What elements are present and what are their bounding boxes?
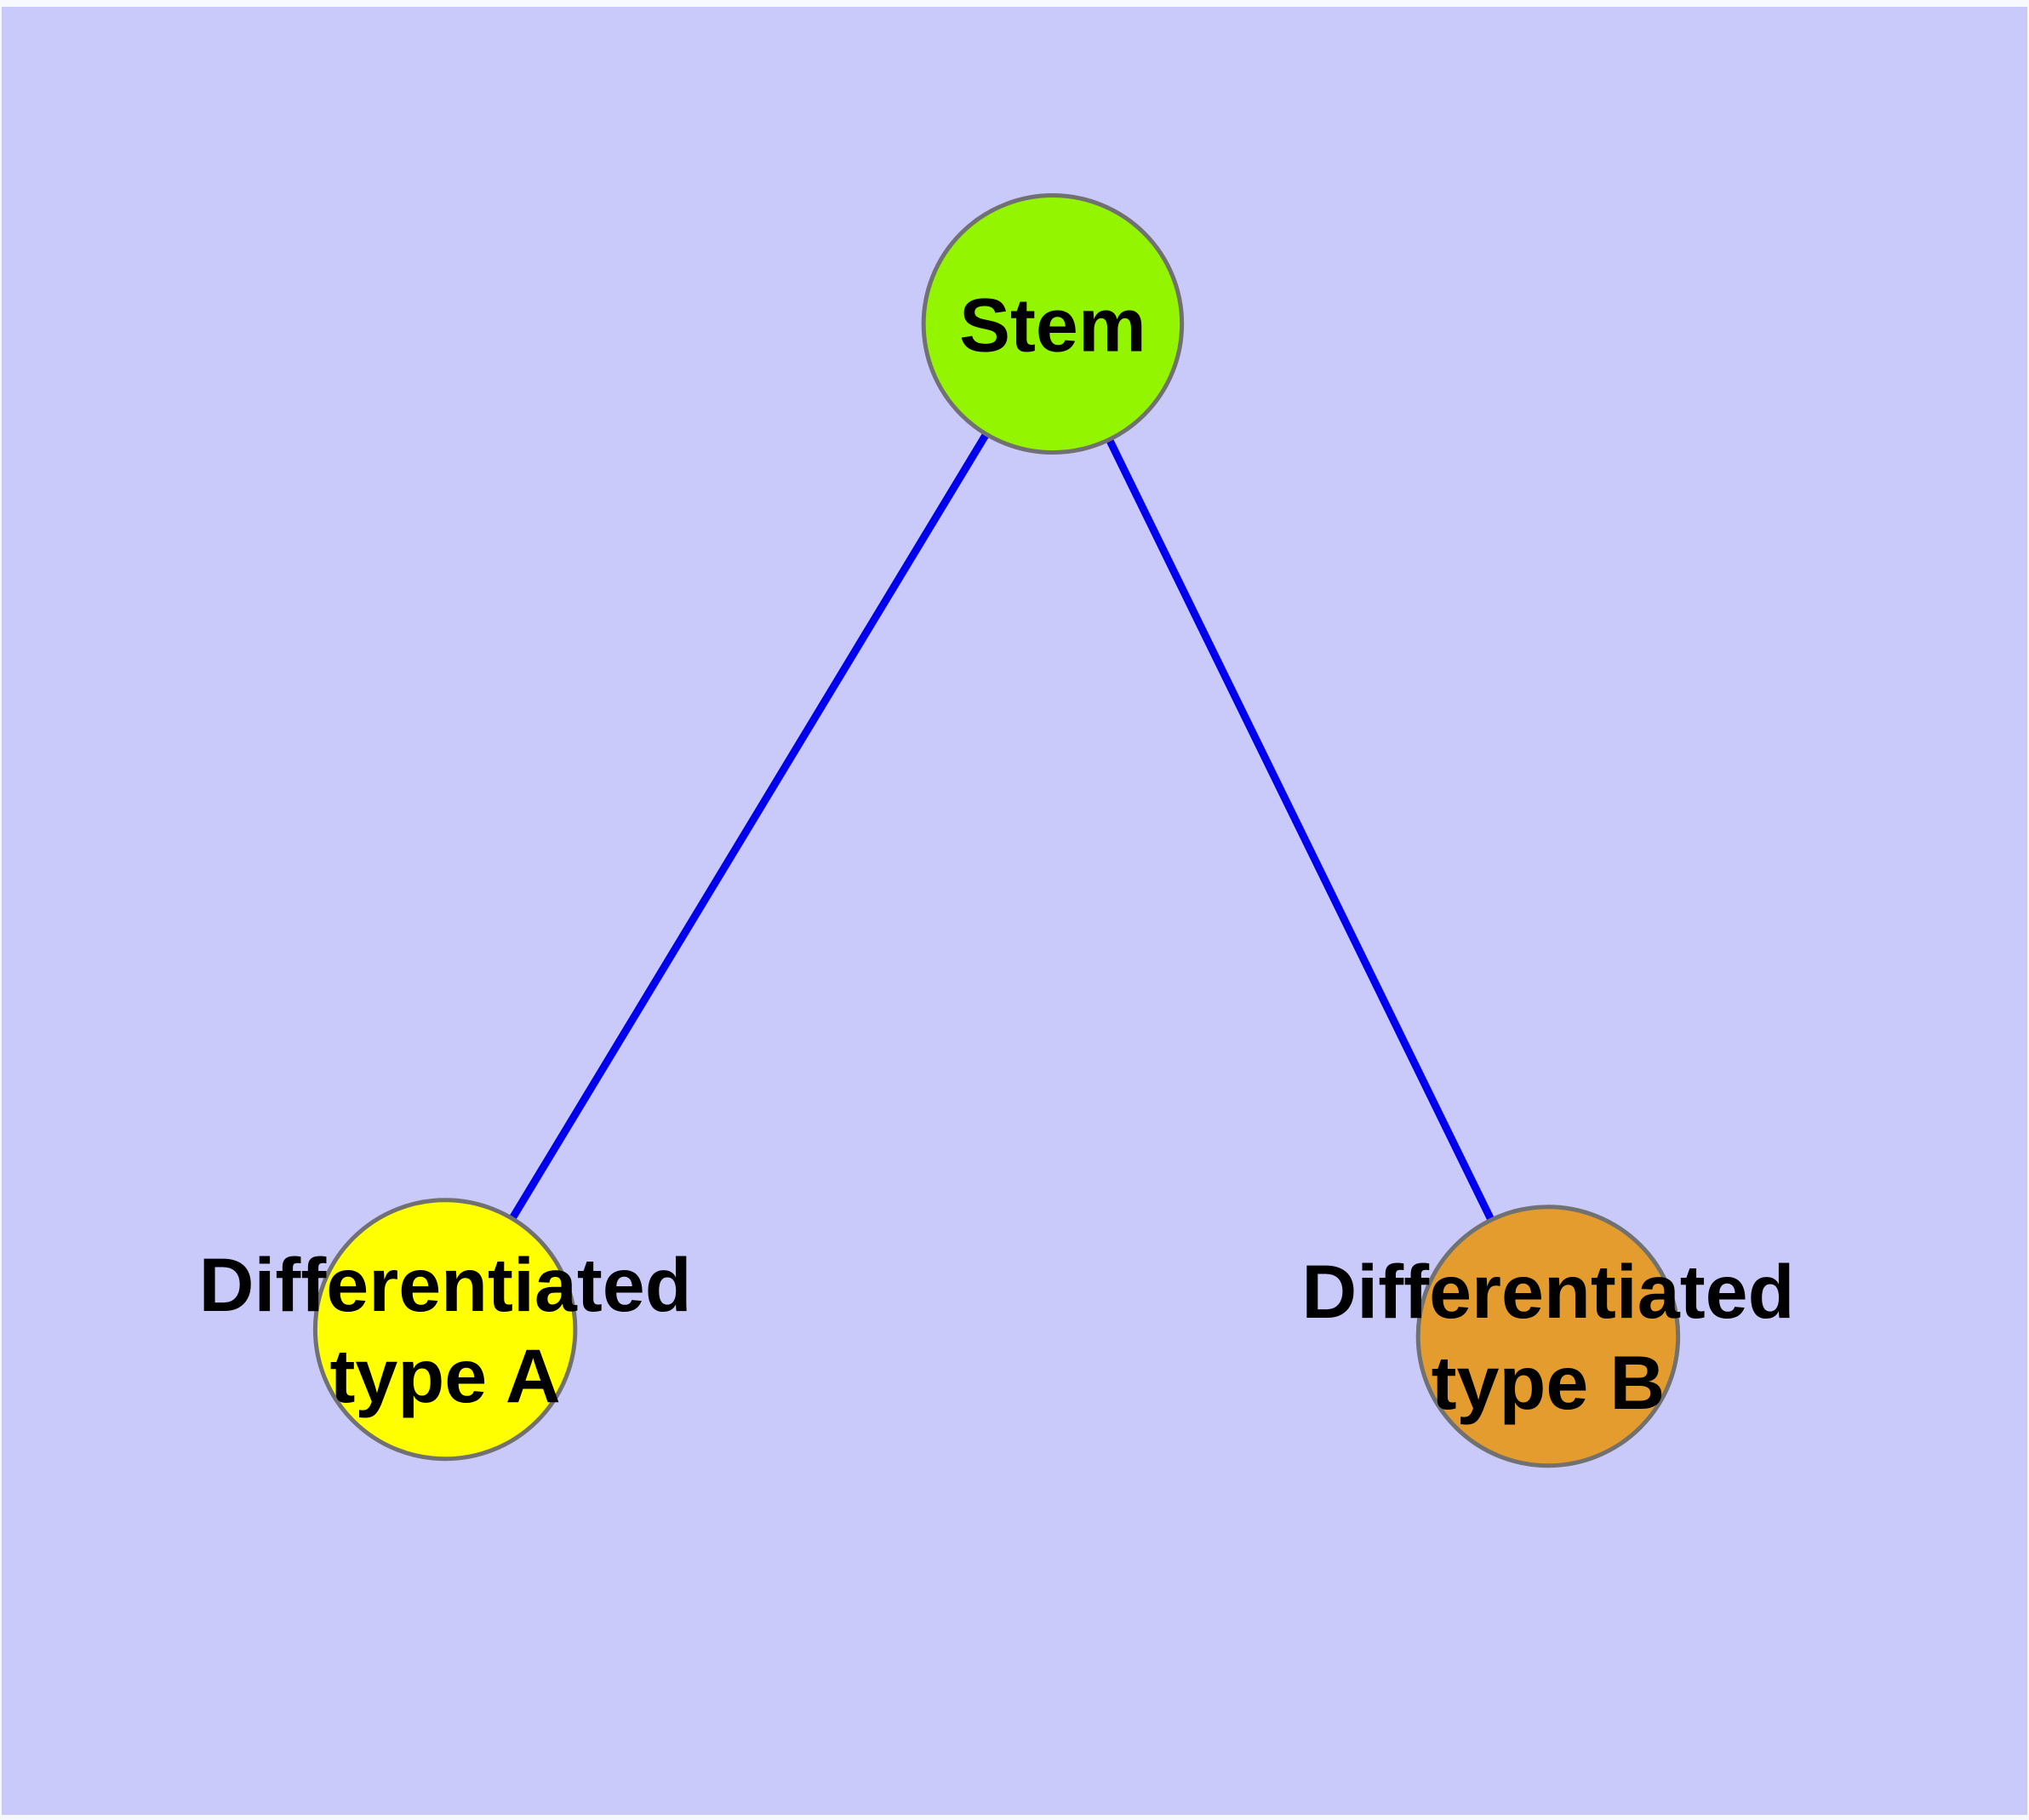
node-label-line: Stem — [959, 283, 1146, 368]
node-label-stem: Stem — [959, 283, 1146, 368]
edge-stem-to-diff-type-b — [1049, 322, 1552, 1338]
node-stem — [921, 193, 1185, 455]
node-label-line: Differentiated — [1301, 1249, 1794, 1334]
edge-stem-to-diff-type-a — [442, 322, 1056, 1332]
nodes-layer — [312, 193, 1681, 1468]
node-label-line: type A — [329, 1333, 560, 1418]
edges-layer — [442, 322, 1552, 1338]
node-diff-type-b — [1415, 1205, 1681, 1468]
node-label-line: Differentiated — [199, 1242, 692, 1327]
node-diff-type-a — [312, 1198, 578, 1462]
node-label-line: type B — [1432, 1340, 1666, 1425]
